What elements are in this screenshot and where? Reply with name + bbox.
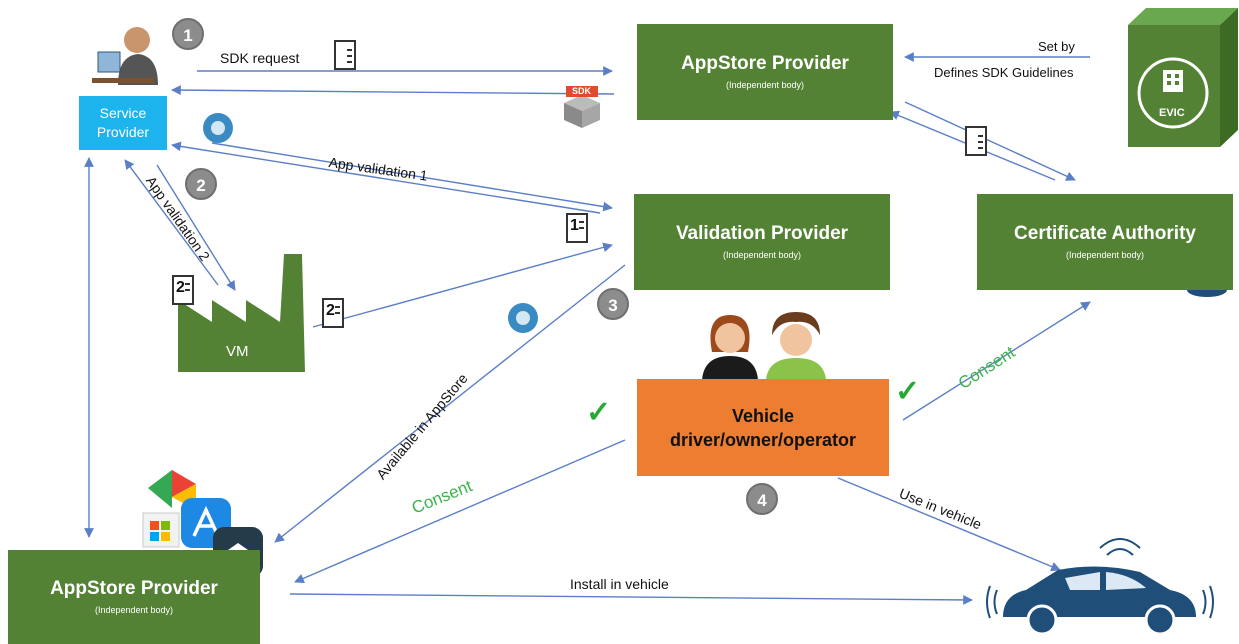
sdk-badge-label: SDK <box>572 86 592 96</box>
arrow-consent-right <box>902 301 1091 421</box>
app-disc-icon-top <box>203 113 233 143</box>
certificate-authority-subtitle: (Independent body) <box>1065 250 1145 260</box>
step-2: 2 <box>185 168 217 200</box>
certificate-doc-icon-ca <box>965 126 987 156</box>
evic-cube <box>1128 8 1238 147</box>
label-defines-sdk-guidelines: Defines SDK Guidelines <box>934 65 1074 80</box>
arrow-vm-to-validation <box>312 242 613 328</box>
arrow-install-in-vehicle <box>289 593 973 605</box>
sdk-package-icon <box>564 86 600 128</box>
arrow-appstore-to-ca <box>904 101 1076 181</box>
step-1: 1 <box>172 18 204 50</box>
service-provider-box: Service Provider <box>79 96 167 150</box>
step-3: 3 <box>597 288 629 320</box>
doc-validation-1-icon: 1 <box>566 213 588 243</box>
vehicle-users-illustration <box>702 312 826 380</box>
checkmark-left-icon: ✓ <box>586 396 612 429</box>
doc-validation-2-left-number: 2 <box>176 279 185 296</box>
certificate-authority: Certificate Authority (Independent body) <box>977 194 1233 290</box>
service-provider-line2: Provider <box>96 124 150 140</box>
arrow-app-validation-2 <box>156 164 236 291</box>
appstore-provider-bottom-subtitle: (Independent body) <box>94 605 174 615</box>
doc-validation-2-left-icon: 2 <box>172 275 194 305</box>
appstore-provider-top-subtitle: (Independent body) <box>725 80 805 90</box>
service-provider-person-icon <box>92 27 158 85</box>
doc-validation-2-right-icon: 2 <box>322 298 344 328</box>
label-install-in-vehicle: Install in vehicle <box>570 576 669 592</box>
appstore-provider-bottom: AppStore Provider (Independent body) <box>8 550 260 644</box>
appstore-provider-top: AppStore Provider (Independent body) <box>637 24 893 120</box>
vehicle-user-box: Vehicle driver/owner/operator <box>637 379 889 476</box>
certificate-authority-title: Certificate Authority <box>1014 223 1196 244</box>
arrow-consent-left <box>294 439 626 584</box>
certificate-doc-icon-sdk <box>334 40 356 70</box>
arrow-sdk-return <box>171 85 615 95</box>
service-provider-line1: Service <box>99 105 147 121</box>
vehicle-user-line1: Vehicle <box>731 405 795 426</box>
vehicle-user-line2: driver/owner/operator <box>669 429 857 450</box>
app-disc-icon-middle <box>508 303 538 333</box>
validation-provider-subtitle: (Independent body) <box>722 250 802 260</box>
checkmark-right-icon: ✓ <box>895 375 921 408</box>
arrow-available-in-appstore <box>274 264 626 543</box>
appstore-provider-top-title: AppStore Provider <box>681 53 849 74</box>
label-set-by: Set by <box>1038 39 1075 54</box>
connected-car-icon <box>986 538 1214 636</box>
evic-label: EVIC <box>1159 107 1185 119</box>
arrow-vm-to-sp <box>124 159 219 286</box>
arrow-app-validation-1 <box>211 142 613 212</box>
appstore-provider-bottom-title: AppStore Provider <box>50 578 218 599</box>
vm-label: VM <box>226 343 249 360</box>
arrow-validation-to-sp <box>171 141 601 214</box>
label-sdk-request: SDK request <box>220 50 300 66</box>
validation-provider: Validation Provider (Independent body) <box>634 194 890 290</box>
doc-validation-2-right-number: 2 <box>326 302 335 319</box>
doc-validation-1-number: 1 <box>570 217 579 234</box>
vm-factory-shape <box>178 254 305 372</box>
validation-provider-title: Validation Provider <box>675 223 849 244</box>
step-4: 4 <box>746 483 778 515</box>
arrow-use-in-vehicle <box>837 477 1061 572</box>
